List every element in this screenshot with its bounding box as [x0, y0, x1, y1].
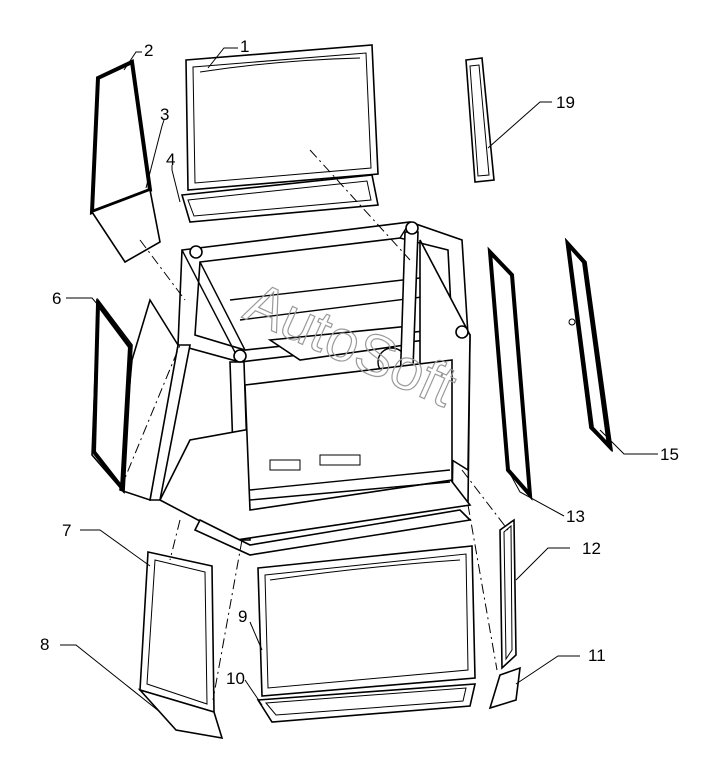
part-6-left-door-seal	[91, 297, 133, 495]
callout-6: 6	[52, 289, 61, 308]
part-10-windshield-seal	[256, 683, 477, 723]
part-13-right-door-seal	[487, 246, 533, 501]
callout-3: 3	[160, 105, 169, 124]
callout-11: 11	[588, 646, 606, 665]
callout-15: 15	[660, 445, 679, 464]
callout-19: 19	[556, 93, 575, 112]
part-1-roof-glass	[185, 44, 379, 191]
callout-10: 10	[226, 669, 245, 688]
callout-2: 2	[144, 41, 153, 60]
part-2-upper-left-glass	[89, 59, 153, 215]
part-12-front-right-glass	[499, 518, 517, 670]
callout-7: 7	[62, 521, 71, 540]
part-9-front-windshield	[257, 545, 476, 697]
cab-frame	[119, 221, 472, 556]
part-19-right-strip	[465, 57, 495, 183]
callout-labels: 1 2 3 4 6 7 8 9 10 11 12 13 15 19	[40, 37, 679, 688]
callout-9: 9	[238, 607, 247, 626]
part-4-roof-seal	[180, 174, 379, 223]
callout-1: 1	[240, 37, 249, 56]
leader-lines	[60, 47, 658, 713]
callout-13: 13	[566, 507, 585, 526]
callout-4: 4	[166, 150, 175, 169]
callout-8: 8	[40, 635, 49, 654]
part-7-front-left-glass	[139, 551, 215, 714]
callout-12: 12	[582, 539, 601, 558]
assembly-lines	[119, 149, 509, 701]
part-15-right-side-glass	[564, 237, 614, 453]
part-11-front-right-lower-glass	[488, 666, 521, 710]
part-8-front-left-lower-glass	[137, 688, 224, 740]
